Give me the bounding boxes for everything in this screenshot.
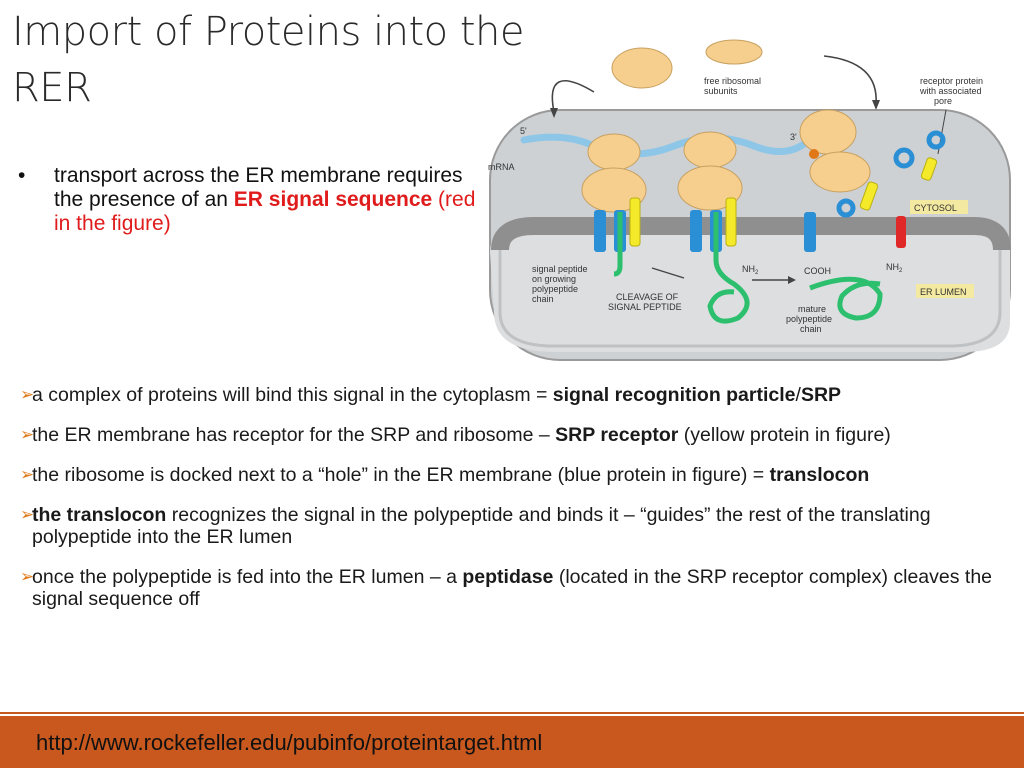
points-list: ➢a complex of proteins will bind this si… bbox=[20, 384, 1010, 628]
label-free-subunits-1: free ribosomal bbox=[704, 76, 761, 86]
bold-term: the translocon bbox=[32, 504, 167, 526]
ribosome-2-small bbox=[683, 131, 737, 169]
top-bullet-post: (red in the figure) bbox=[54, 188, 476, 235]
text-run: / bbox=[795, 384, 801, 406]
cytosol-tag bbox=[910, 200, 968, 214]
arrow-bullet-icon: ➢ bbox=[20, 567, 35, 586]
label-free-subunits-2: subunits bbox=[704, 86, 738, 96]
free-subunit-large bbox=[611, 47, 673, 89]
bold-term: peptidase bbox=[462, 566, 554, 588]
list-item-text: a complex of proteins will bind this sig… bbox=[32, 384, 841, 406]
list-item: ➢once the polypeptide is fed into the ER… bbox=[20, 566, 1010, 610]
er-lumen-tag bbox=[916, 284, 974, 298]
text-run: recognizes the signal in the polypeptide… bbox=[32, 504, 931, 548]
recycle-arrowhead-right bbox=[872, 100, 880, 110]
lumen-arrow-1 bbox=[651, 267, 685, 279]
text-run: a complex of proteins will bind this sig… bbox=[32, 384, 553, 406]
label-nh2-a-sub: 2 bbox=[755, 270, 759, 276]
label-nh2-a: NH2 bbox=[742, 264, 759, 276]
label-cleavage-2: SIGNAL PEPTIDE bbox=[608, 302, 682, 312]
label-signal-peptide-3: polypeptide bbox=[532, 284, 578, 294]
top-bullet-highlight: ER signal sequence bbox=[233, 188, 433, 211]
top-bullet-pre: transport across the ER membrane require… bbox=[54, 164, 463, 211]
ribosome-3-small bbox=[799, 109, 857, 155]
bold-term: SRP bbox=[800, 384, 842, 406]
footer-divider bbox=[0, 712, 1024, 714]
list-item-text: the ribosome is docked next to a “hole” … bbox=[32, 464, 869, 486]
label-signal-peptide-1: signal peptide bbox=[532, 264, 588, 274]
recycle-arrow-left bbox=[551, 80, 595, 113]
label-nh2-b-sub: 2 bbox=[899, 268, 903, 274]
footer-bar: http://www.rockefeller.edu/pubinfo/prote… bbox=[0, 716, 1024, 768]
text-run: (located in the SRP receptor complex) cl… bbox=[32, 566, 993, 610]
ribosome-1-small bbox=[587, 133, 641, 171]
lumen-arrowhead-2 bbox=[788, 276, 796, 284]
label-receptor-2: with associated bbox=[919, 86, 982, 96]
list-item-text: the ER membrane has receptor for the SRP… bbox=[32, 424, 891, 446]
list-item: ➢the ER membrane has receptor for the SR… bbox=[20, 424, 1010, 446]
top-bullet: • transport across the ER membrane requi… bbox=[18, 164, 488, 236]
polypeptide-1 bbox=[613, 212, 623, 277]
list-item: ➢the translocon recognizes the signal in… bbox=[20, 504, 1010, 548]
bold-term: translocon bbox=[769, 464, 870, 486]
label-mrna: mRNA bbox=[488, 162, 515, 172]
label-5prime: 5' bbox=[520, 126, 527, 136]
label-mature-3: chain bbox=[800, 324, 822, 334]
cleaved-signal-peptide bbox=[896, 216, 906, 248]
bold-term: signal recognition particle bbox=[552, 384, 796, 406]
label-nh2-b: NH2 bbox=[886, 262, 903, 274]
text-run: once the polypeptide is fed into the ER … bbox=[32, 566, 463, 588]
srp-dot bbox=[809, 149, 819, 159]
label-signal-peptide-4: chain bbox=[532, 294, 554, 304]
bullet-dot: • bbox=[18, 164, 26, 187]
list-item-text: the translocon recognizes the signal in … bbox=[32, 504, 931, 548]
free-receptor bbox=[859, 157, 938, 211]
protein-import-figure: free ribosomal subunits receptor protein… bbox=[484, 22, 1014, 362]
free-subunit-small bbox=[705, 39, 763, 65]
arrow-bullet-icon: ➢ bbox=[20, 505, 35, 524]
arrow-bullet-icon: ➢ bbox=[20, 385, 35, 404]
recycle-arrow-right bbox=[823, 55, 877, 105]
label-receptor-3: pore bbox=[934, 96, 952, 106]
label-cleavage-1: CLEAVAGE OF bbox=[616, 292, 679, 302]
lumen-border bbox=[498, 250, 1002, 348]
label-cooh: COOH bbox=[804, 266, 831, 276]
arrow-bullet-icon: ➢ bbox=[20, 425, 35, 444]
mature-polypeptide bbox=[809, 276, 883, 321]
label-mature-2: polypeptide bbox=[786, 314, 832, 324]
list-item-text: once the polypeptide is fed into the ER … bbox=[32, 566, 992, 610]
recycle-arrowhead-left bbox=[550, 108, 558, 118]
free-pore-pieces bbox=[836, 130, 946, 218]
top-bullet-text: transport across the ER membrane require… bbox=[54, 164, 488, 236]
list-item: ➢the ribosome is docked next to a “hole”… bbox=[20, 464, 1010, 486]
text-run: the ribosome is docked next to a “hole” … bbox=[32, 464, 770, 486]
list-item: ➢a complex of proteins will bind this si… bbox=[20, 384, 1010, 406]
label-3prime: 3' bbox=[790, 132, 797, 142]
text-run: the ER membrane has receptor for the SRP… bbox=[32, 424, 556, 446]
label-er-lumen: ER LUMEN bbox=[920, 287, 967, 297]
er-membrane bbox=[491, 217, 1011, 251]
label-nh2-b-main: NH bbox=[886, 262, 899, 272]
label-nh2-a-main: NH bbox=[742, 264, 755, 274]
arrow-bullet-icon: ➢ bbox=[20, 465, 35, 484]
translocon-3 bbox=[804, 212, 816, 252]
label-signal-peptide-2: on growing bbox=[532, 274, 576, 284]
slide-title: Import of Proteins into the RER bbox=[12, 9, 525, 111]
figure-svg: free ribosomal subunits receptor protein… bbox=[488, 39, 1011, 361]
bold-term: SRP receptor bbox=[555, 424, 679, 446]
label-cytosol: CYTOSOL bbox=[914, 203, 957, 213]
text-run: (yellow protein in figure) bbox=[678, 424, 891, 446]
label-mature-1: mature bbox=[798, 304, 826, 314]
polypeptide-2 bbox=[707, 212, 750, 324]
source-url: http://www.rockefeller.edu/pubinfo/prote… bbox=[36, 730, 543, 755]
ribosome-3-large bbox=[809, 151, 871, 193]
mrna-strand bbox=[520, 133, 808, 158]
label-receptor-1: receptor protein bbox=[920, 76, 983, 86]
